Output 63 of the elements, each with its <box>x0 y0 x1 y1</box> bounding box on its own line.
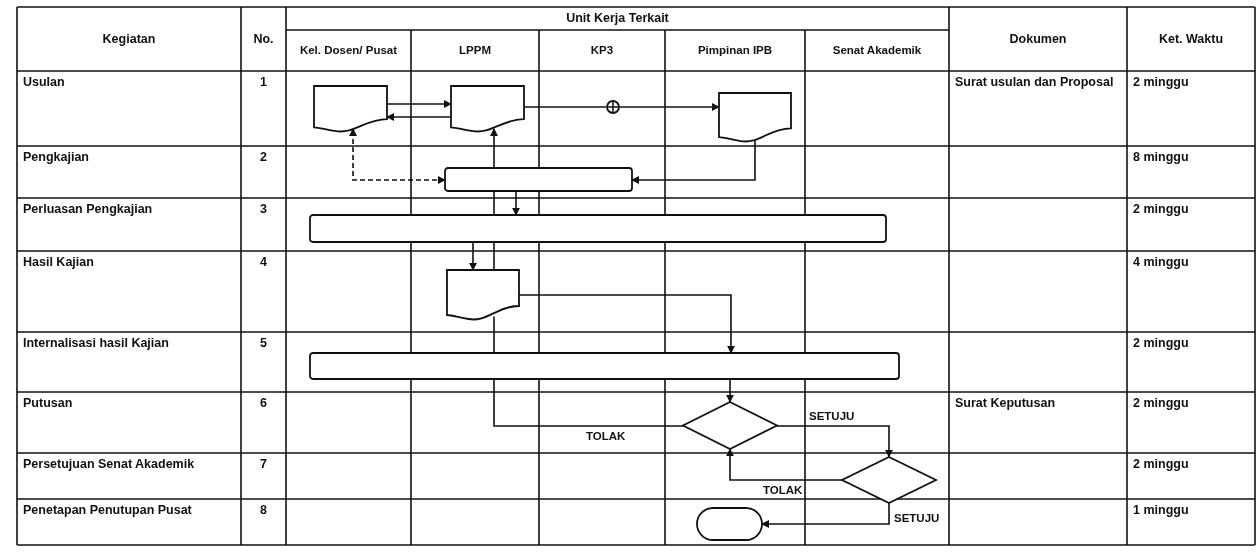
column-header: No. <box>253 31 274 47</box>
column-header: Kegiatan <box>102 31 156 47</box>
column-header: Ket. Waktu <box>1158 31 1224 47</box>
document-name: Surat usulan dan Proposal <box>955 75 1114 90</box>
lane-header: KP3 <box>590 43 614 58</box>
document-symbol <box>314 86 387 132</box>
column-header: Unit Kerja Terkait <box>566 11 669 26</box>
arrow <box>386 100 452 108</box>
arrow <box>386 113 452 121</box>
duration-text: 1 minggu <box>1133 503 1189 518</box>
decision-diamond <box>842 457 936 503</box>
document-symbol <box>447 270 519 320</box>
activity-name: Persetujuan Senat Akademik <box>23 457 195 472</box>
arrow <box>469 241 477 271</box>
arrow <box>726 378 734 403</box>
edge-label: TOLAK <box>762 484 804 497</box>
arrow <box>512 190 520 216</box>
duration-text: 4 minggu <box>1133 255 1189 270</box>
lane-header: LPPM <box>459 43 491 58</box>
activity-name: Penetapan Penutupan Pusat <box>23 503 192 518</box>
activity-name: Hasil Kajian <box>23 255 94 270</box>
edge-label: SETUJU <box>808 410 856 423</box>
duration-text: 2 minggu <box>1133 396 1189 411</box>
step-number: 3 <box>260 202 267 217</box>
edge-label: SETUJU <box>893 512 941 525</box>
lane-header: Kel. Dosen/ Pusat <box>299 43 398 58</box>
document-name: Surat Keputusan <box>955 396 1055 411</box>
step-number: 1 <box>260 75 267 90</box>
column-header: Dokumen <box>1009 31 1067 47</box>
step-number: 4 <box>260 255 267 270</box>
edge-label: TOLAK <box>585 430 627 443</box>
arrow <box>518 294 735 354</box>
arrow <box>761 502 890 528</box>
step-number: 8 <box>260 503 267 518</box>
activity-name: Perluasan Pengkajian <box>23 202 153 217</box>
document-symbol <box>451 86 524 132</box>
duration-text: 2 minggu <box>1133 75 1189 90</box>
terminator-shape <box>697 508 762 540</box>
process-bar <box>445 168 632 191</box>
step-number: 5 <box>260 336 267 351</box>
arrow <box>726 448 843 481</box>
duration-text: 2 minggu <box>1133 336 1189 351</box>
decision-diamond <box>683 402 777 449</box>
process-bar <box>310 353 899 379</box>
activity-name: Internalisasi hasil Kajian <box>23 336 169 351</box>
step-number: 7 <box>260 457 267 472</box>
activity-name: Usulan <box>23 75 65 90</box>
activity-name: Putusan <box>23 396 73 411</box>
arrow <box>349 128 446 184</box>
process-bar <box>310 215 886 242</box>
duration-text: 2 minggu <box>1133 202 1189 217</box>
lane-header: Pimpinan IPB <box>697 43 773 58</box>
arrow <box>776 425 893 458</box>
step-number: 6 <box>260 396 267 411</box>
step-number: 2 <box>260 150 267 165</box>
arrow <box>490 128 498 169</box>
arrow <box>619 103 720 111</box>
document-symbol <box>719 93 791 142</box>
activity-name: Pengkajian <box>23 150 89 165</box>
lane-header: Senat Akademik <box>832 43 922 58</box>
duration-text: 8 minggu <box>1133 150 1189 165</box>
connector-circle <box>606 100 620 114</box>
duration-text: 2 minggu <box>1133 457 1189 472</box>
